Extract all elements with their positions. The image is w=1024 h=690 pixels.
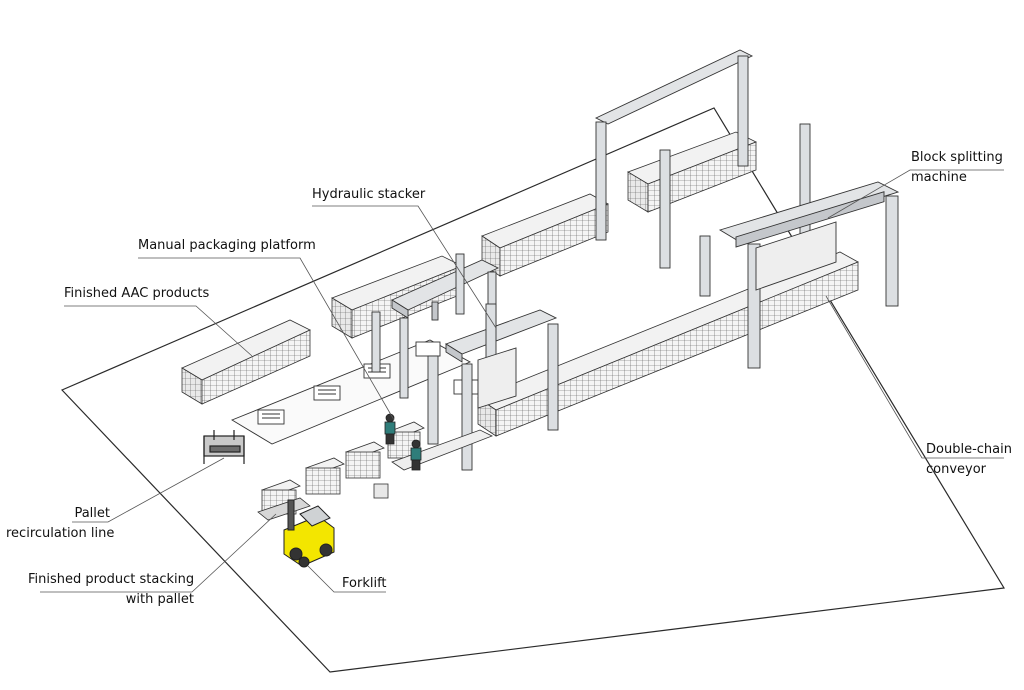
leader-lines: [40, 169, 1004, 593]
block-splitting-machine: [594, 49, 900, 369]
leader-finished-stacking: [40, 513, 277, 593]
leader-pallet-recirculation: [72, 457, 225, 523]
label-hydraulic-stacker: Hydraulic stacker: [312, 187, 426, 202]
double-chain-conveyor: [477, 251, 859, 437]
leader-finished-aac: [64, 305, 253, 357]
label-finished-product-stacking: Finished product stacking with pallet: [28, 572, 195, 607]
label-manual-packaging-platform: Manual packaging platform: [138, 238, 316, 253]
leader-forklift: [307, 565, 386, 593]
leader-manual-packaging: [138, 257, 395, 421]
leader-double-chain: [825, 295, 1004, 459]
label-pallet-recirculation-line: Pallet recirculation line: [6, 506, 115, 541]
aac-stack-1: [181, 319, 311, 405]
label-block-splitting-machine: Block splitting machine: [911, 150, 1003, 185]
label-finished-aac-products: Finished AAC products: [64, 286, 210, 301]
worker-2: [410, 439, 422, 471]
aac-stack-3: [481, 193, 609, 277]
leader-hydraulic-stacker: [312, 205, 497, 329]
label-forklift: Forklift: [342, 576, 387, 591]
label-double-chain-conveyor: Double-chain conveyor: [926, 442, 1012, 477]
leader-block-splitting: [827, 169, 1004, 219]
forklift: [283, 499, 335, 568]
packaging-gantry: [427, 303, 559, 471]
pallet-recirculation-unit: [203, 430, 245, 464]
